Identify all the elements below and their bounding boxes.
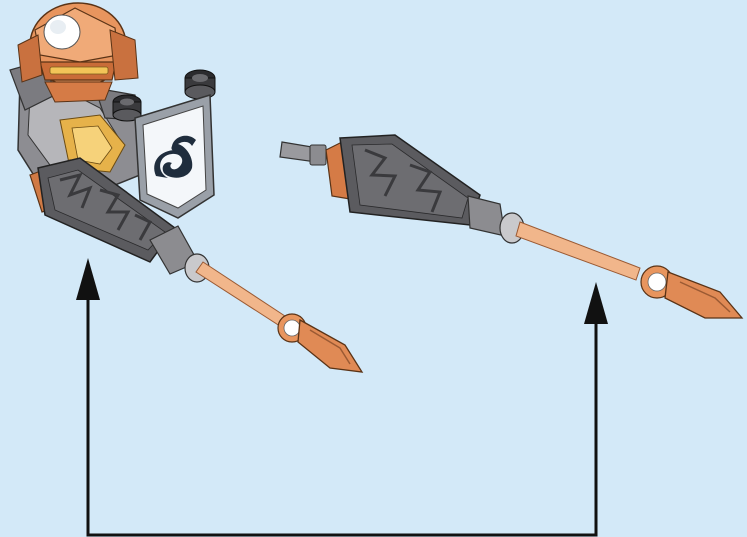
up-arrow-icon: [76, 258, 100, 300]
up-arrow-icon: [584, 282, 608, 324]
callout-bracket: [88, 300, 596, 535]
lance-icon: [280, 135, 742, 318]
